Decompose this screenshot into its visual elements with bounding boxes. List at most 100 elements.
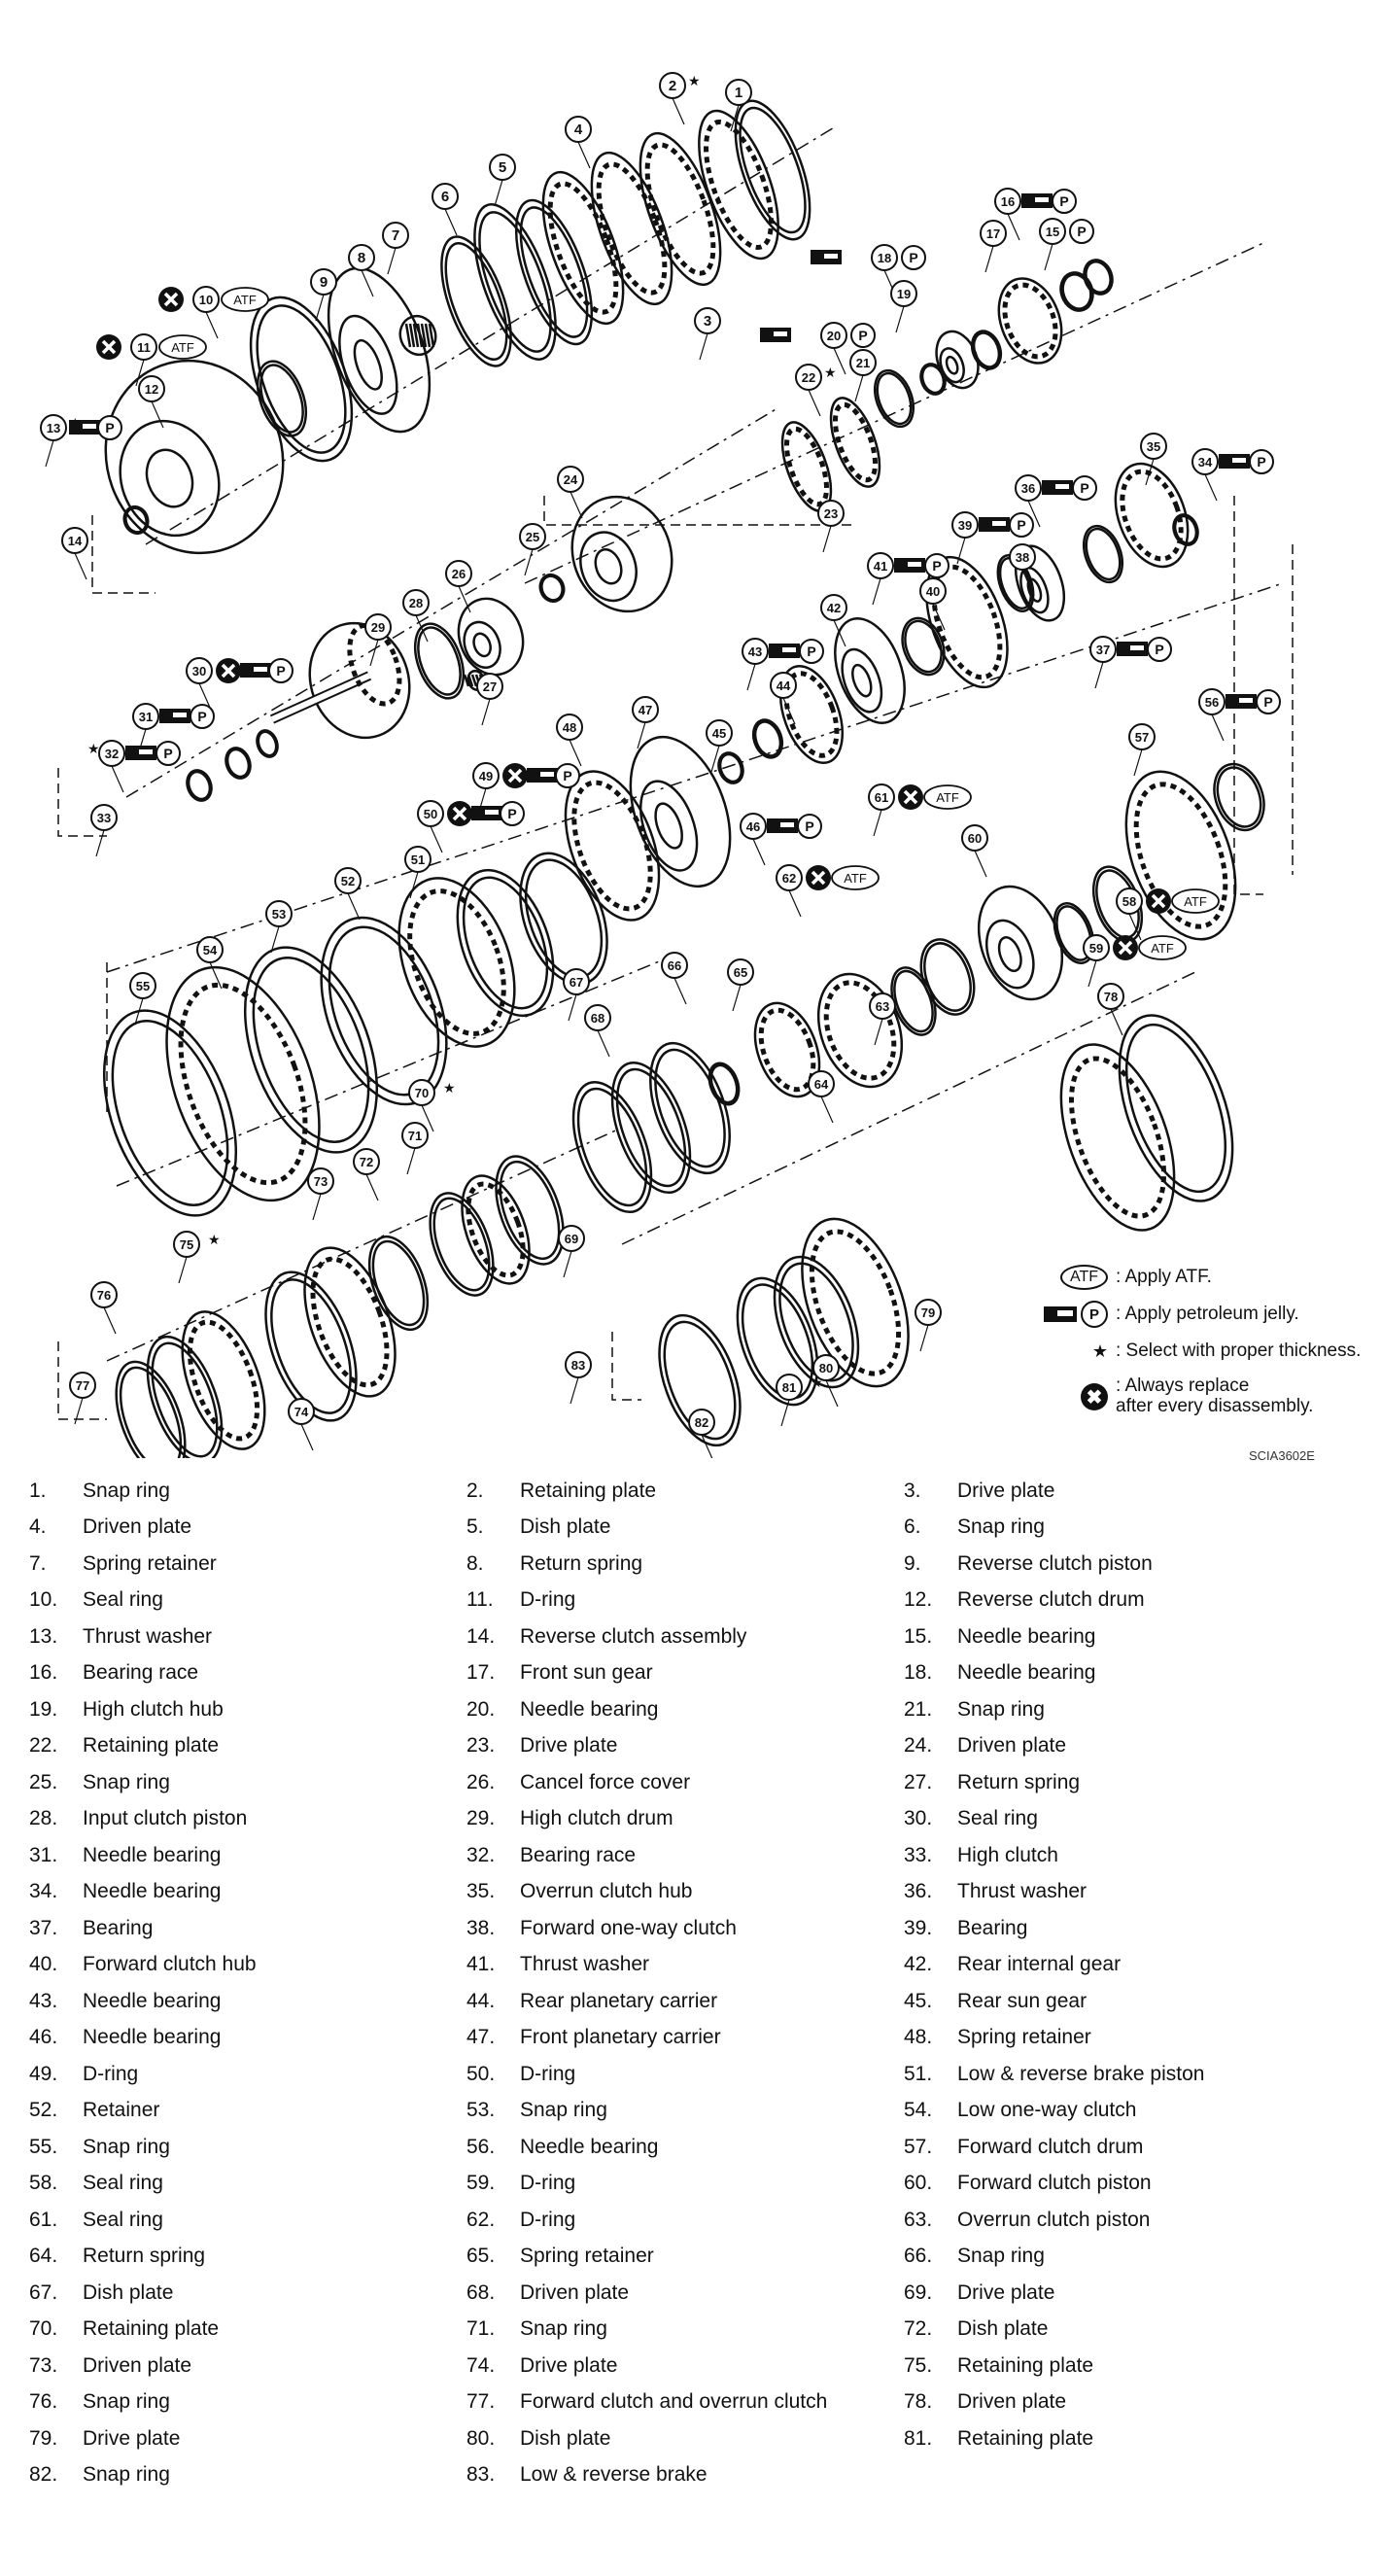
callout-73: 73	[307, 1167, 334, 1195]
part-name: Snap ring	[957, 1515, 1045, 1539]
part-shape-ring	[773, 1255, 860, 1389]
part-shape-ring	[495, 1155, 565, 1266]
callout-19: 19	[890, 280, 917, 307]
part-shape-gear	[461, 1174, 531, 1285]
star-icon: ★	[208, 1233, 221, 1248]
callout-54: 54	[196, 936, 224, 963]
leader-line	[406, 1147, 416, 1175]
p-label: P	[197, 709, 206, 724]
callout-label: 18	[878, 251, 891, 265]
part-item: 39.Bearing	[904, 1917, 1341, 1940]
part-shape-ring	[367, 1235, 430, 1332]
p-circle-icon: P	[1256, 689, 1281, 714]
leader-line	[730, 104, 740, 132]
part-name: Spring retainer	[520, 2245, 654, 2268]
part-shape-gear	[816, 972, 904, 1089]
part-name: Driven plate	[957, 2390, 1067, 2414]
part-item: 30.Seal ring	[904, 1807, 1341, 1830]
part-number: 65.	[466, 2245, 496, 2268]
part-shape-drum	[834, 617, 906, 724]
callout-47: 47	[632, 696, 659, 723]
petroleum-jelly-icon	[159, 709, 190, 723]
part-name: Needle bearing	[83, 1989, 222, 2012]
callout-label: 16	[1001, 194, 1015, 209]
callout-68: 68	[584, 1004, 611, 1031]
part-shape-gear	[778, 664, 845, 765]
callout-66: 66	[661, 952, 688, 979]
part-item: 6.Snap ring	[904, 1515, 1341, 1539]
part-shape-gear	[639, 131, 722, 287]
part-shape-ring	[249, 296, 354, 463]
part-name: Drive plate	[957, 1479, 1055, 1502]
leader-line	[95, 829, 105, 857]
part-name: Dish plate	[83, 2280, 174, 2304]
part-shape-spring	[398, 314, 437, 357]
leader-line	[732, 984, 742, 1012]
atf-oval-icon: ATF	[158, 334, 207, 360]
part-name: Forward clutch hub	[83, 1953, 257, 1976]
part-name: Needle bearing	[520, 2135, 659, 2158]
leader-line	[895, 305, 905, 333]
atf-oval-icon: ATF	[1171, 888, 1220, 914]
callout-label: 82	[695, 1415, 708, 1430]
exploded-view-diagram: 1234567891011121314151617181920212223242…	[40, 72, 1294, 1458]
legend-text: : Always replace after every disassembly…	[1116, 1375, 1314, 1416]
callout-43: 43	[742, 638, 769, 665]
part-name: Needle bearing	[957, 1661, 1096, 1685]
part-name: Drive plate	[520, 2353, 618, 2377]
p-label: P	[1257, 454, 1265, 470]
part-number: 17.	[466, 1661, 496, 1685]
part-item: 68.Driven plate	[466, 2281, 904, 2305]
part-shape-hub	[457, 597, 525, 677]
part-number: 49.	[29, 2062, 58, 2085]
leader-line	[315, 294, 325, 322]
part-item: 83.Low & reverse brake	[466, 2463, 904, 2487]
reference-code: SCIA3602E	[1249, 1448, 1315, 1463]
atf-oval-icon: ATF	[923, 784, 972, 810]
p-circle-icon: P	[1249, 449, 1274, 474]
leader-line	[746, 663, 756, 691]
part-name: High clutch drum	[520, 1807, 673, 1830]
part-shape-hub	[977, 885, 1064, 1001]
callout-label: 46	[746, 819, 760, 834]
part-number: 36.	[904, 1880, 933, 1903]
part-name: Return spring	[83, 2245, 206, 2268]
part-name: Low & reverse brake piston	[957, 2062, 1205, 2085]
part-item: 58.Seal ring	[29, 2172, 466, 2195]
part-item: 70.Retaining plate	[29, 2317, 466, 2341]
leader-line	[568, 993, 577, 1022]
part-shape-ring	[649, 1041, 731, 1175]
part-name: Thrust washer	[83, 1624, 213, 1648]
part-number: 5.	[466, 1515, 484, 1539]
part-shape-gear	[541, 170, 625, 326]
leader-line	[198, 682, 212, 711]
part-shape-ring	[102, 1009, 238, 1217]
callout-28: 28	[402, 589, 430, 616]
part-number: 73.	[29, 2353, 58, 2377]
part-number: 51.	[904, 2062, 933, 2085]
part-shape-ring	[456, 868, 555, 1018]
callout-59: 59	[1083, 934, 1110, 961]
p-label: P	[563, 768, 571, 783]
part-shape-ring	[1213, 762, 1265, 832]
axis-line	[116, 952, 681, 1187]
callout-42: 42	[820, 594, 847, 621]
callout-label: 58	[1122, 894, 1136, 909]
leader-line	[570, 1376, 579, 1405]
leader-line	[1044, 243, 1053, 271]
callout-78: 78	[1097, 983, 1124, 1010]
callout-79: 79	[915, 1299, 942, 1326]
callout-label: 39	[958, 518, 972, 533]
atf-oval-icon: ATF	[1059, 1265, 1108, 1290]
part-number: 32.	[466, 1843, 496, 1866]
p-circle-icon: P	[1081, 1301, 1108, 1328]
part-item: 52.Retainer	[29, 2099, 466, 2122]
part-name: Front planetary carrier	[520, 2026, 721, 2049]
callout-45: 45	[706, 719, 733, 747]
part-name: Cancel force cover	[520, 1770, 691, 1793]
part-number: 10.	[29, 1588, 58, 1612]
leader-line	[1133, 748, 1143, 777]
